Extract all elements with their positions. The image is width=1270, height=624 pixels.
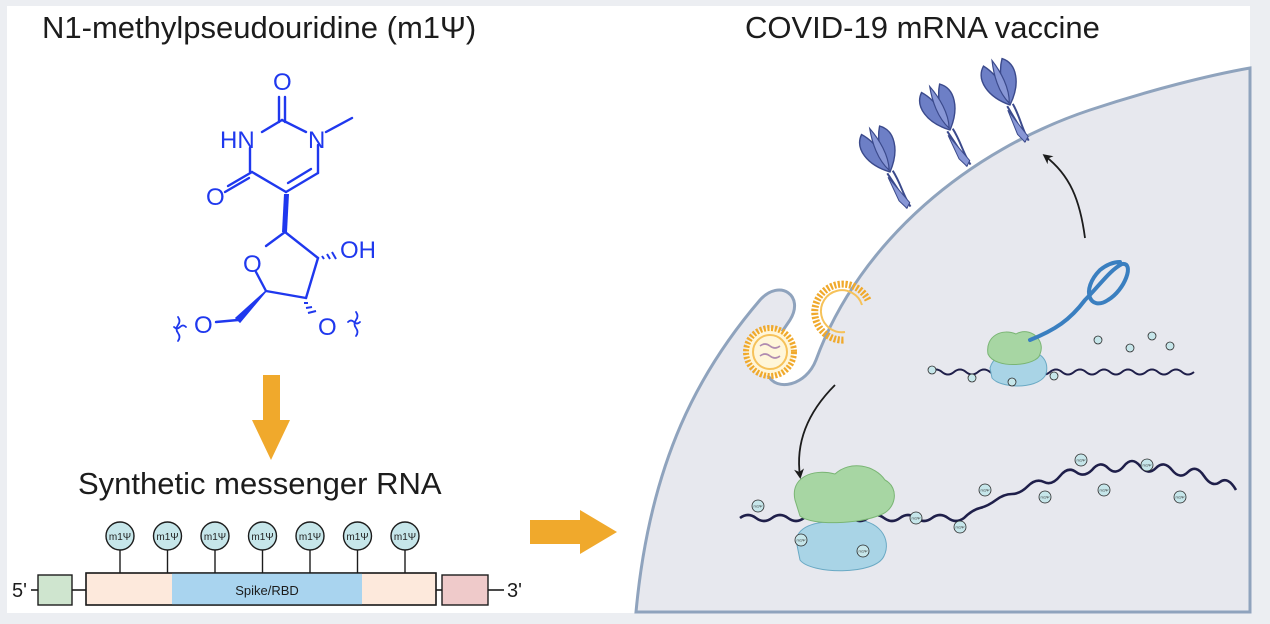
- modification-bead: m1Ψ: [953, 520, 967, 534]
- modification-bead: [927, 365, 937, 375]
- modification-bead: m1Ψ: [751, 499, 765, 513]
- coding-region: [172, 573, 362, 605]
- modification-label: m1Ψ: [346, 532, 368, 543]
- modification-bead: m1Ψ: [1173, 490, 1187, 504]
- vaccine-title: COVID-19 mRNA vaccine: [745, 10, 1100, 45]
- modification-markers: m1Ψ m1Ψ m1Ψ m1Ψ m1Ψ m1Ψ m1Ψ: [105, 521, 420, 573]
- modification-bead: [1165, 341, 1175, 351]
- modification-bead: m1Ψ: [909, 511, 923, 525]
- svg-text:m1Ψ: m1Ψ: [1100, 488, 1110, 493]
- modification-bead: m1Ψ: [794, 533, 808, 547]
- lipid-nanoparticle: [743, 325, 797, 379]
- atom-o-ring: O: [243, 251, 262, 278]
- five-prime-label: 5': [12, 580, 27, 602]
- modification-marker: m1Ψ: [105, 521, 135, 573]
- modification-bead: [1147, 331, 1157, 341]
- modification-bead: m1Ψ: [856, 544, 870, 558]
- modification-marker: m1Ψ: [295, 521, 325, 573]
- three-prime-label: 3': [507, 580, 522, 602]
- modification-bead: m1Ψ: [978, 483, 992, 497]
- modification-bead: [1049, 371, 1059, 381]
- poly-a-tail: [441, 574, 489, 606]
- down-arrow-icon: [252, 375, 290, 460]
- svg-text:m1Ψ: m1Ψ: [912, 516, 922, 521]
- modification-marker: m1Ψ: [152, 521, 183, 573]
- molecule-title: N1-methylpseudouridine (m1Ψ): [42, 10, 477, 45]
- translation-complex-upper: [929, 260, 1195, 387]
- svg-text:m1Ψ: m1Ψ: [1077, 458, 1087, 463]
- modification-label: m1Ψ: [109, 532, 131, 543]
- modification-bead: m1Ψ: [1140, 458, 1154, 472]
- atom-o-top: O: [273, 69, 292, 96]
- modification-bead: [1093, 335, 1103, 345]
- svg-text:m1Ψ: m1Ψ: [1143, 463, 1153, 468]
- modification-bead: [1007, 377, 1017, 387]
- modification-bead: m1Ψ: [1074, 453, 1088, 467]
- modification-marker: m1Ψ: [390, 521, 420, 573]
- modification-bead: [1125, 343, 1135, 353]
- modification-marker: m1Ψ: [247, 521, 278, 573]
- modification-marker: m1Ψ: [200, 521, 230, 573]
- svg-text:m1Ψ: m1Ψ: [754, 504, 764, 509]
- n1-methylpseudouridine-structure: [173, 95, 361, 342]
- modification-label: m1Ψ: [204, 532, 226, 543]
- modification-bead: m1Ψ: [1097, 483, 1111, 497]
- export-arrow: [1042, 154, 1086, 239]
- modification-label: m1Ψ: [156, 532, 178, 543]
- translation-complex-lower: [739, 459, 1238, 572]
- atom-labels: O HN N O O OH O O: [194, 69, 376, 341]
- svg-text:m1Ψ: m1Ψ: [1176, 495, 1186, 500]
- release-arrow: [794, 384, 836, 479]
- cell: [634, 66, 1252, 614]
- atom-o-left: O: [206, 184, 225, 211]
- atom-o-5prime: O: [194, 312, 213, 339]
- atom-o-3prime: O: [318, 314, 337, 341]
- right-arrow-icon: [530, 510, 617, 554]
- hashed-bonds: [304, 251, 337, 314]
- modification-marker: m1Ψ: [342, 521, 373, 573]
- svg-text:m1Ψ: m1Ψ: [956, 525, 966, 530]
- mrna-construct: 5' Spike/RBD 3': [12, 572, 522, 606]
- svg-text:m1Ψ: m1Ψ: [981, 488, 991, 493]
- modification-label: m1Ψ: [394, 532, 416, 543]
- modification-bead: [967, 373, 977, 383]
- atom-n: N: [308, 127, 325, 154]
- modification-label: m1Ψ: [299, 532, 321, 543]
- modification-bead: m1Ψ: [1038, 490, 1052, 504]
- cell-modification-markers: m1Ψ m1Ψ m1Ψ m1Ψ m1Ψ m1Ψ m1Ψ m1Ψ m1Ψ m1Ψ m1Ψ: [751, 331, 1187, 558]
- modification-label: m1Ψ: [251, 532, 273, 543]
- atom-hn: HN: [220, 127, 255, 154]
- svg-text:m1Ψ: m1Ψ: [859, 549, 869, 554]
- coding-region-label: Spike/RBD: [235, 583, 299, 598]
- svg-text:m1Ψ: m1Ψ: [1041, 495, 1051, 500]
- svg-text:m1Ψ: m1Ψ: [797, 538, 807, 543]
- mrna-title: Synthetic messenger RNA: [78, 466, 442, 501]
- lnp-fragment: [811, 280, 872, 344]
- five-prime-cap: [37, 574, 73, 606]
- atom-oh: OH: [340, 237, 376, 264]
